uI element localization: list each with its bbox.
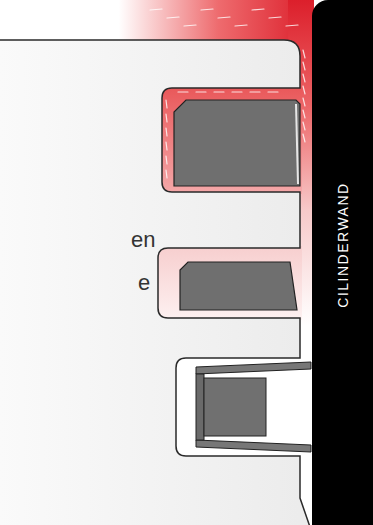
second-ring [180, 262, 297, 310]
gas-stroke [184, 25, 196, 26]
gas-stroke [250, 91, 260, 92]
gas-stroke [303, 134, 305, 142]
cropped-text: e [138, 272, 150, 294]
gas-stroke [303, 122, 305, 130]
gas-stroke [166, 156, 167, 164]
gas-stroke [303, 74, 305, 82]
cropped-text: en [131, 229, 155, 251]
oil-ring-body [204, 378, 266, 436]
gas-stroke [303, 50, 305, 58]
gas-stroke [235, 25, 247, 26]
gas-stroke [166, 114, 167, 122]
groove-gas [160, 86, 302, 194]
gas-stroke [167, 17, 179, 18]
gas-stroke [178, 91, 188, 92]
gas-stroke [286, 25, 298, 26]
gas-stroke [201, 9, 213, 10]
piston-body [0, 40, 310, 525]
gas-stroke [232, 91, 242, 92]
groove-gas [156, 246, 302, 320]
oil-ring-rail [196, 440, 311, 452]
oil-ring-rail [196, 362, 311, 374]
gas-stroke [196, 91, 206, 92]
wall-label: CILINDERWAND [336, 182, 350, 307]
gas-stroke [268, 91, 278, 92]
gas-stroke [303, 62, 305, 70]
gas-stroke [269, 17, 281, 18]
gas-stroke [303, 86, 305, 94]
gas-stroke [166, 100, 167, 108]
gas-stroke [166, 142, 167, 150]
gas-stroke [303, 98, 305, 106]
gas-stroke [214, 91, 224, 92]
gas-stroke [252, 9, 264, 10]
gas-stroke [150, 9, 162, 10]
oil-ring-expander [196, 374, 204, 440]
hot-gas-band [0, 0, 312, 42]
gas-stroke [166, 170, 167, 178]
gas-stroke [166, 128, 167, 136]
cylinder-wall: CILINDERWAND [312, 0, 373, 525]
gas-stroke [218, 17, 230, 18]
compression-ring [174, 100, 300, 186]
ring-face [296, 104, 298, 184]
gas-stroke [303, 110, 305, 118]
